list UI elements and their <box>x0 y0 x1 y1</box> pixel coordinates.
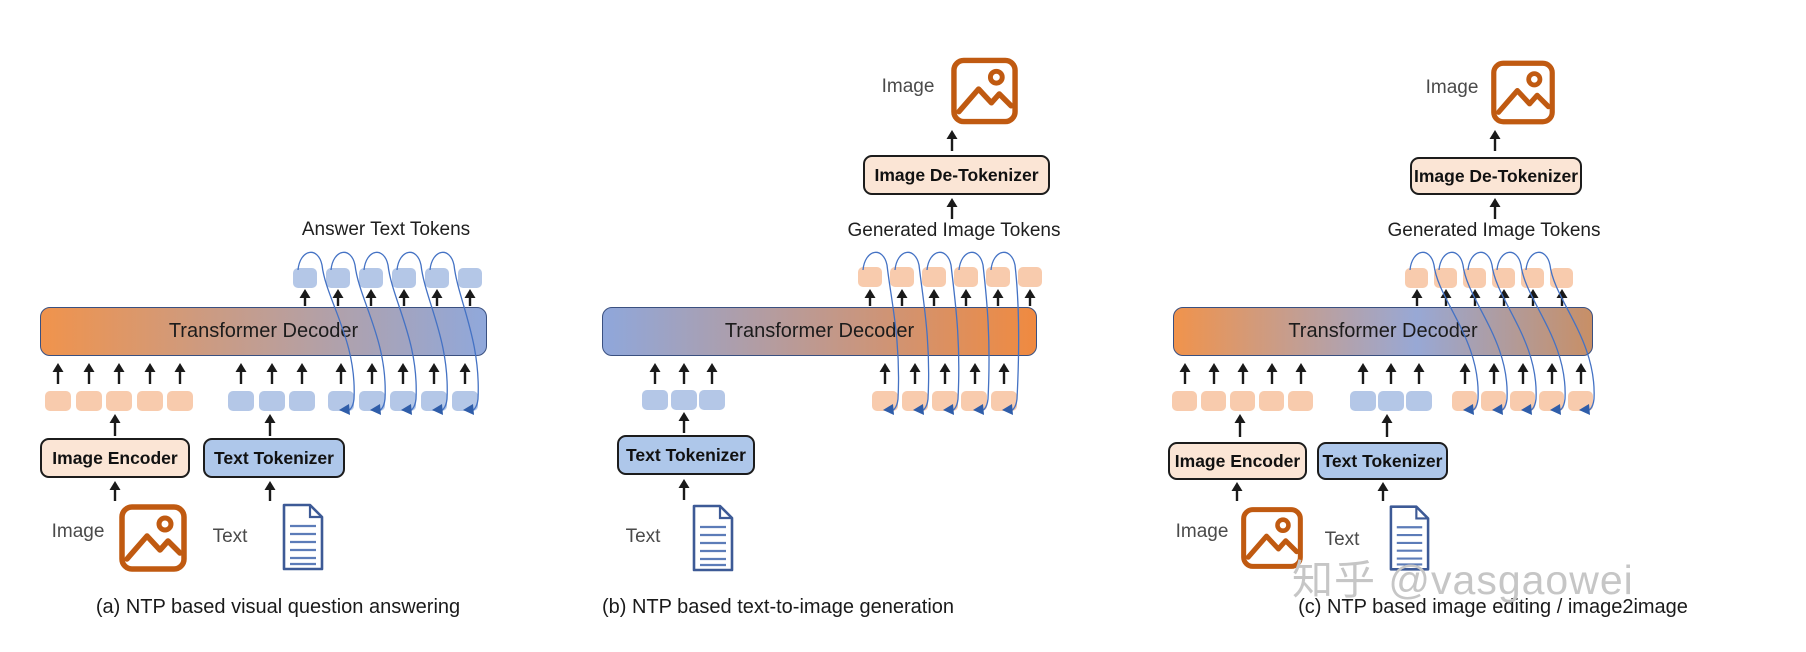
token <box>421 391 447 411</box>
answer-text-tokens-label: Answer Text Tokens <box>301 219 471 240</box>
image-detokenizer-box-b: Image De-Tokenizer <box>863 155 1050 195</box>
text-tokenizer-label-a: Text Tokenizer <box>214 447 334 468</box>
token <box>390 391 416 411</box>
token <box>1405 268 1428 288</box>
token <box>1406 391 1432 411</box>
token <box>1463 268 1486 288</box>
image-input-label-c: Image <box>1175 521 1229 542</box>
text-tokenizer-label-c: Text Tokenizer <box>1322 450 1443 471</box>
token <box>1378 391 1404 411</box>
text-input-label-c: Text <box>1324 529 1360 550</box>
token <box>359 391 385 411</box>
token <box>452 391 478 411</box>
text-tokenizer-label-b: Text Tokenizer <box>626 444 746 465</box>
image-detokenizer-label-c: Image De-Tokenizer <box>1413 165 1579 186</box>
image-input-label-a: Image <box>51 521 105 542</box>
token <box>106 391 132 411</box>
token <box>359 268 383 288</box>
token <box>901 391 928 411</box>
token <box>1201 391 1226 411</box>
token <box>75 391 102 411</box>
text-tokenizer-box-c: Text Tokenizer <box>1317 442 1448 480</box>
token <box>45 391 71 411</box>
token <box>670 390 697 410</box>
token <box>258 391 285 411</box>
token <box>326 268 350 288</box>
text-tokenizer-box-a: Text Tokenizer <box>203 438 345 478</box>
token <box>1350 391 1376 411</box>
image-encoder-box-c: Image Encoder <box>1168 442 1307 480</box>
caption-b: (b) NTP based text-to-image generation <box>601 596 955 618</box>
token <box>1510 391 1535 411</box>
watermark: 知乎 @vasgaowei <box>1292 557 1634 603</box>
document-icon-b <box>690 503 736 578</box>
token <box>872 391 898 411</box>
generated-image-tokens-label-b: Generated Image Tokens <box>847 220 1061 241</box>
image-icon-c-output <box>1490 57 1556 133</box>
image-detokenizer-label-b: Image De-Tokenizer <box>874 164 1039 185</box>
token <box>167 391 193 411</box>
token <box>328 391 354 411</box>
token <box>991 391 1018 411</box>
image-output-label-c: Image <box>1425 77 1479 98</box>
token <box>961 391 988 411</box>
token <box>1259 391 1284 411</box>
image-icon-b-output <box>950 55 1019 132</box>
text-tokenizer-box-b: Text Tokenizer <box>617 435 755 475</box>
token <box>1230 391 1255 411</box>
token <box>1481 391 1506 411</box>
token <box>1288 391 1313 411</box>
token <box>228 391 254 411</box>
token <box>922 267 946 287</box>
document-icon-a <box>280 502 326 577</box>
token <box>1568 391 1593 411</box>
token <box>392 268 416 288</box>
token <box>1539 391 1564 411</box>
token <box>642 390 668 410</box>
token <box>931 391 958 411</box>
text-input-label-a: Text <box>212 526 248 547</box>
token <box>289 391 315 411</box>
token <box>458 268 482 288</box>
token <box>1550 268 1573 288</box>
token <box>954 267 978 287</box>
image-encoder-label-c: Image Encoder <box>1174 450 1301 471</box>
token <box>293 268 317 288</box>
token <box>1434 268 1457 288</box>
token <box>986 267 1010 287</box>
image-detokenizer-box-c: Image De-Tokenizer <box>1410 157 1582 195</box>
token <box>699 390 725 410</box>
document-icon-c <box>1387 503 1432 578</box>
generated-image-tokens-label-c: Generated Image Tokens <box>1387 220 1601 241</box>
image-icon-a <box>118 503 188 578</box>
token <box>1521 268 1544 288</box>
token <box>425 268 449 288</box>
token <box>1172 391 1197 411</box>
token <box>1492 268 1515 288</box>
token <box>136 391 163 411</box>
caption-a: (a) NTP based visual question answering <box>95 596 461 618</box>
image-output-label-b: Image <box>881 76 935 97</box>
image-encoder-box-a: Image Encoder <box>40 438 190 478</box>
text-input-label-b: Text <box>625 526 661 547</box>
caption-c: (c) NTP based image editing / image2imag… <box>1298 596 1688 618</box>
image-icon-c-input <box>1240 503 1304 578</box>
image-encoder-label-a: Image Encoder <box>52 447 178 468</box>
token <box>858 267 882 287</box>
token <box>890 267 914 287</box>
token <box>1018 267 1042 287</box>
token <box>1452 391 1477 411</box>
